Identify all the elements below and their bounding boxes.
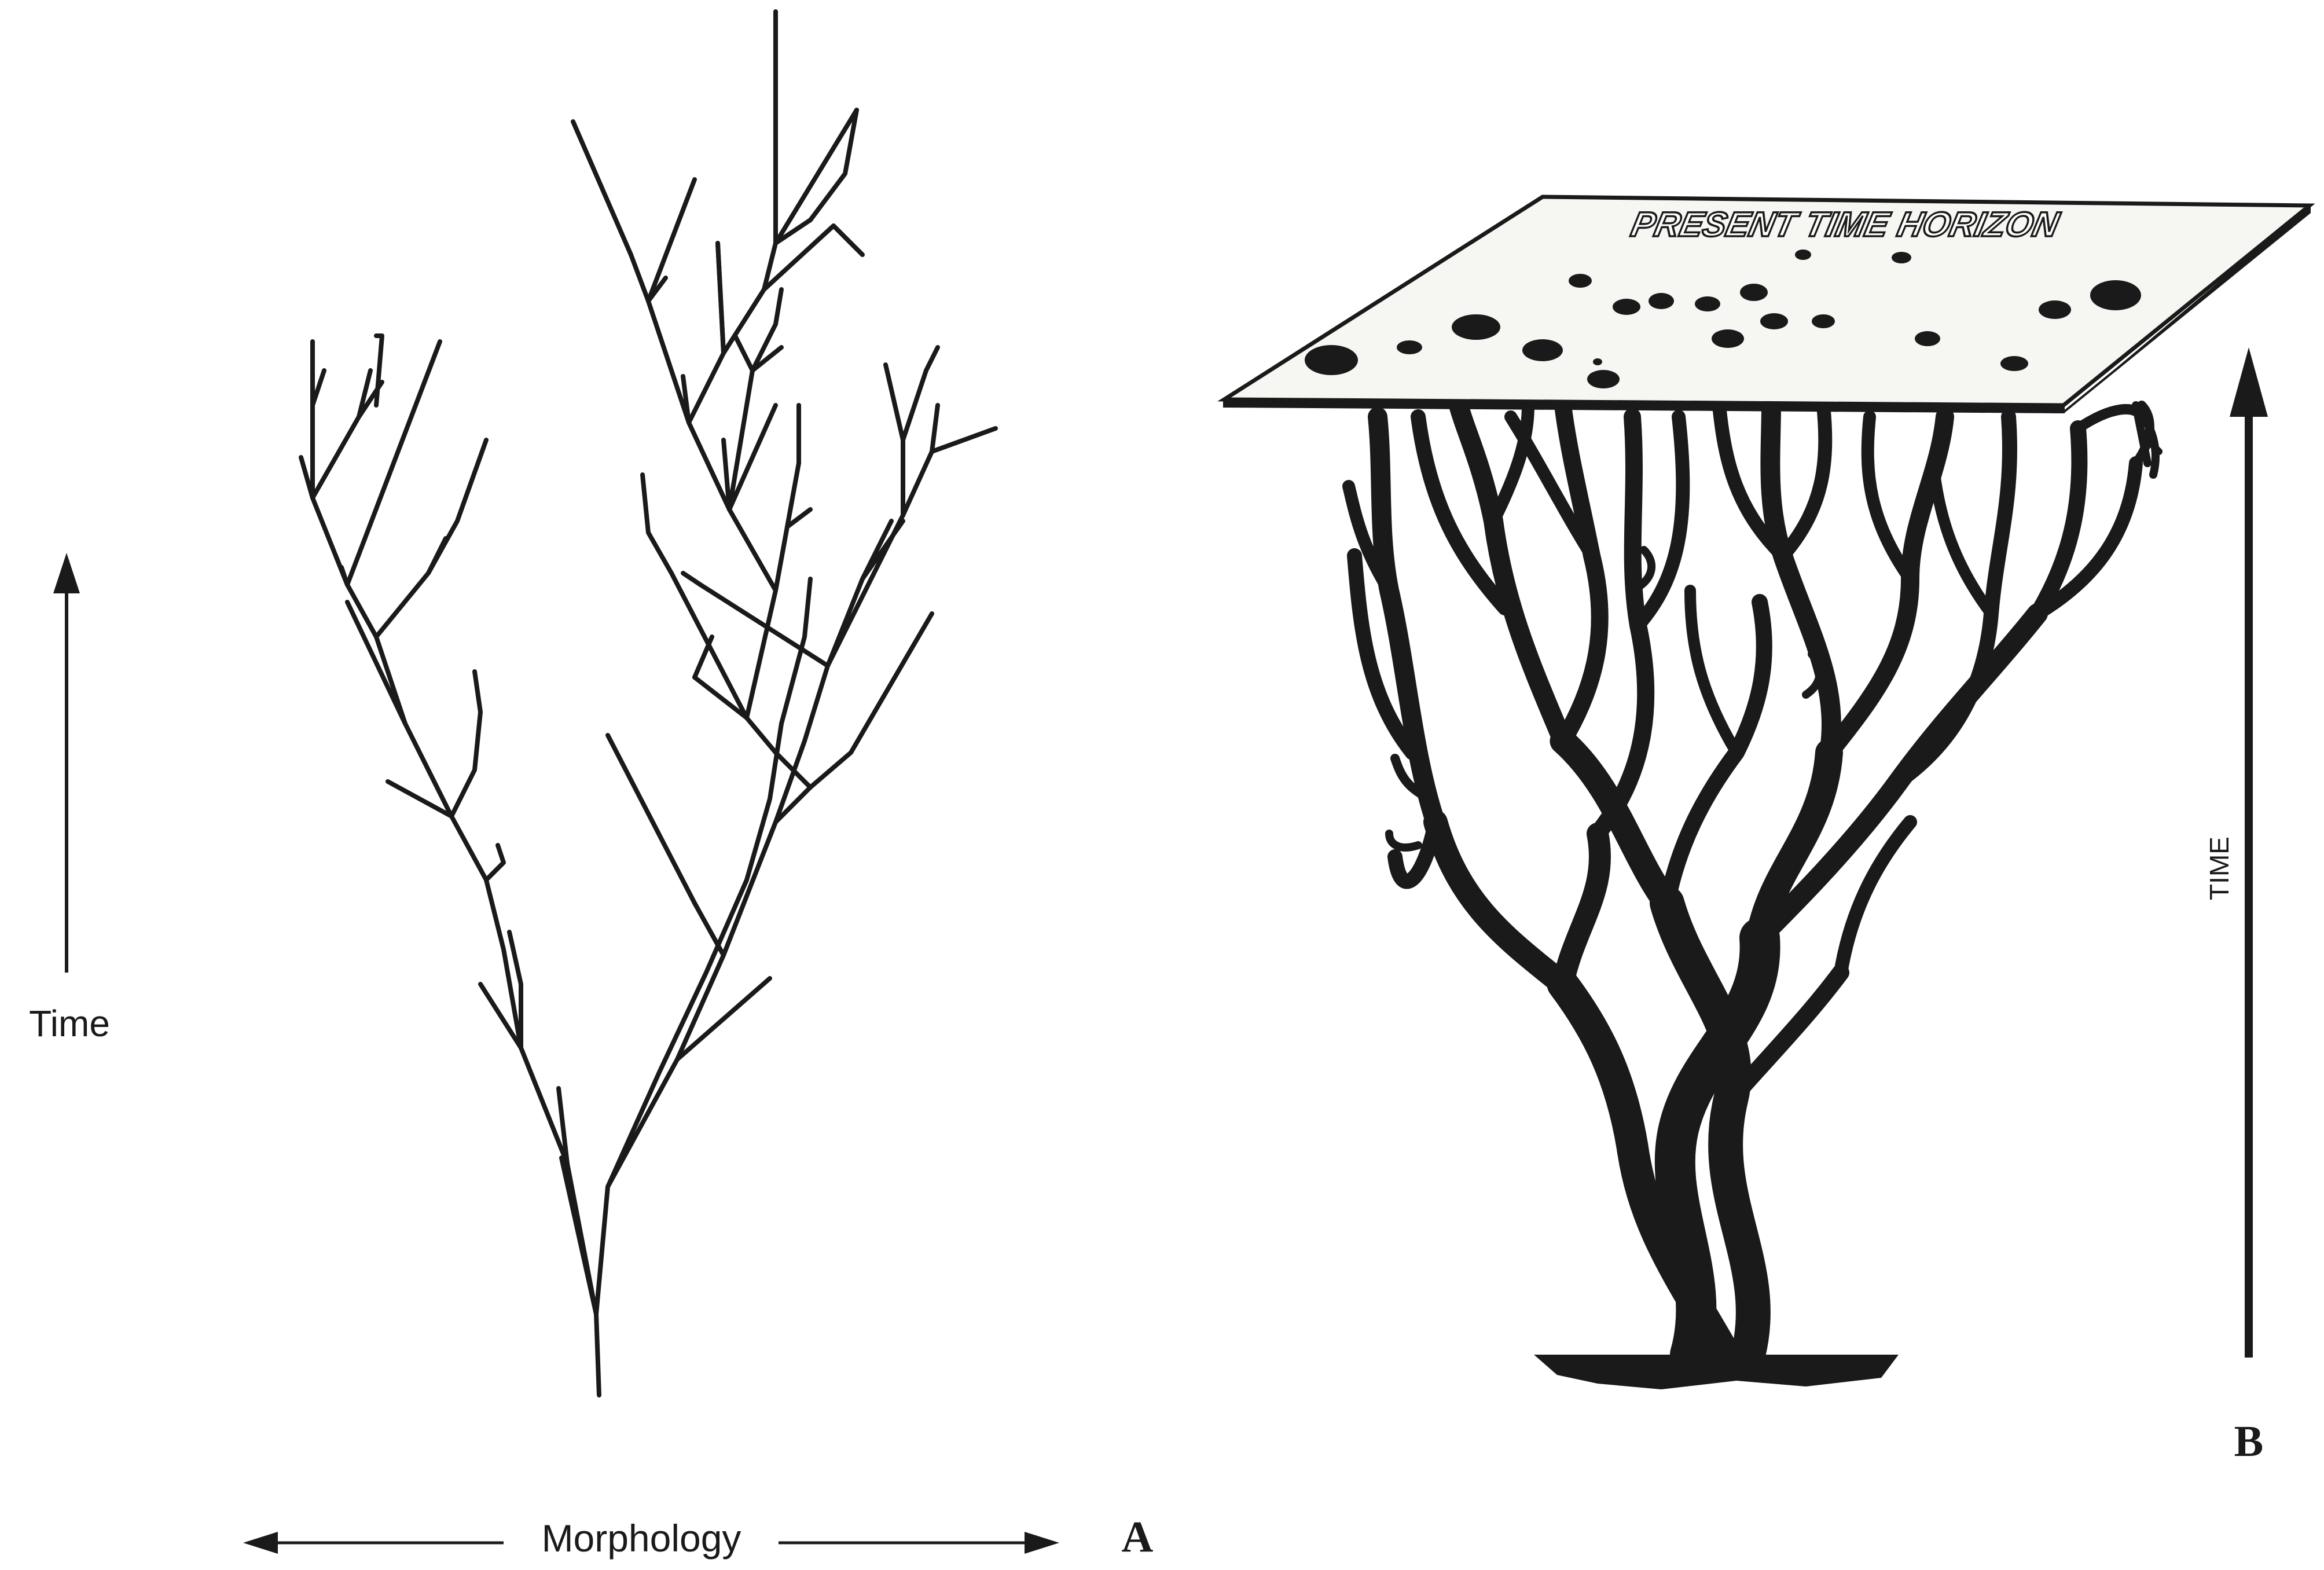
present-time-horizon-plate: PRESENT TIME HORIZON (1224, 197, 2310, 412)
tree-trunk (596, 579, 810, 1395)
time-arrowhead-icon-b (2230, 347, 2268, 417)
time-arrowhead-icon (53, 553, 80, 593)
panel-a-morphology-axis: Morphology (243, 1517, 1059, 1560)
left-arrowhead-icon (243, 1532, 278, 1554)
panel-a-time-label: Time (29, 1003, 110, 1044)
panel-b-time-axis: TIME (2204, 347, 2268, 1358)
panel-a-letter: A (1122, 1513, 1154, 1561)
panel-a: Time (29, 12, 1153, 1561)
panel-b-letter: B (2234, 1417, 2264, 1466)
panel-a-time-axis: Time (29, 553, 110, 1044)
tree-left-stem (301, 457, 596, 1314)
right-arrowhead-icon (1025, 1532, 1059, 1554)
panel-a-morphology-label: Morphology (542, 1517, 741, 1560)
branching-tree-diagram (301, 12, 996, 1395)
panel-b: PRESENT TIME HORIZON (1224, 197, 2310, 1466)
bushy-tree-silhouette (1349, 405, 2159, 1389)
panel-b-time-label: TIME (2204, 837, 2234, 900)
horizon-label: PRESENT TIME HORIZON (1628, 205, 2063, 244)
